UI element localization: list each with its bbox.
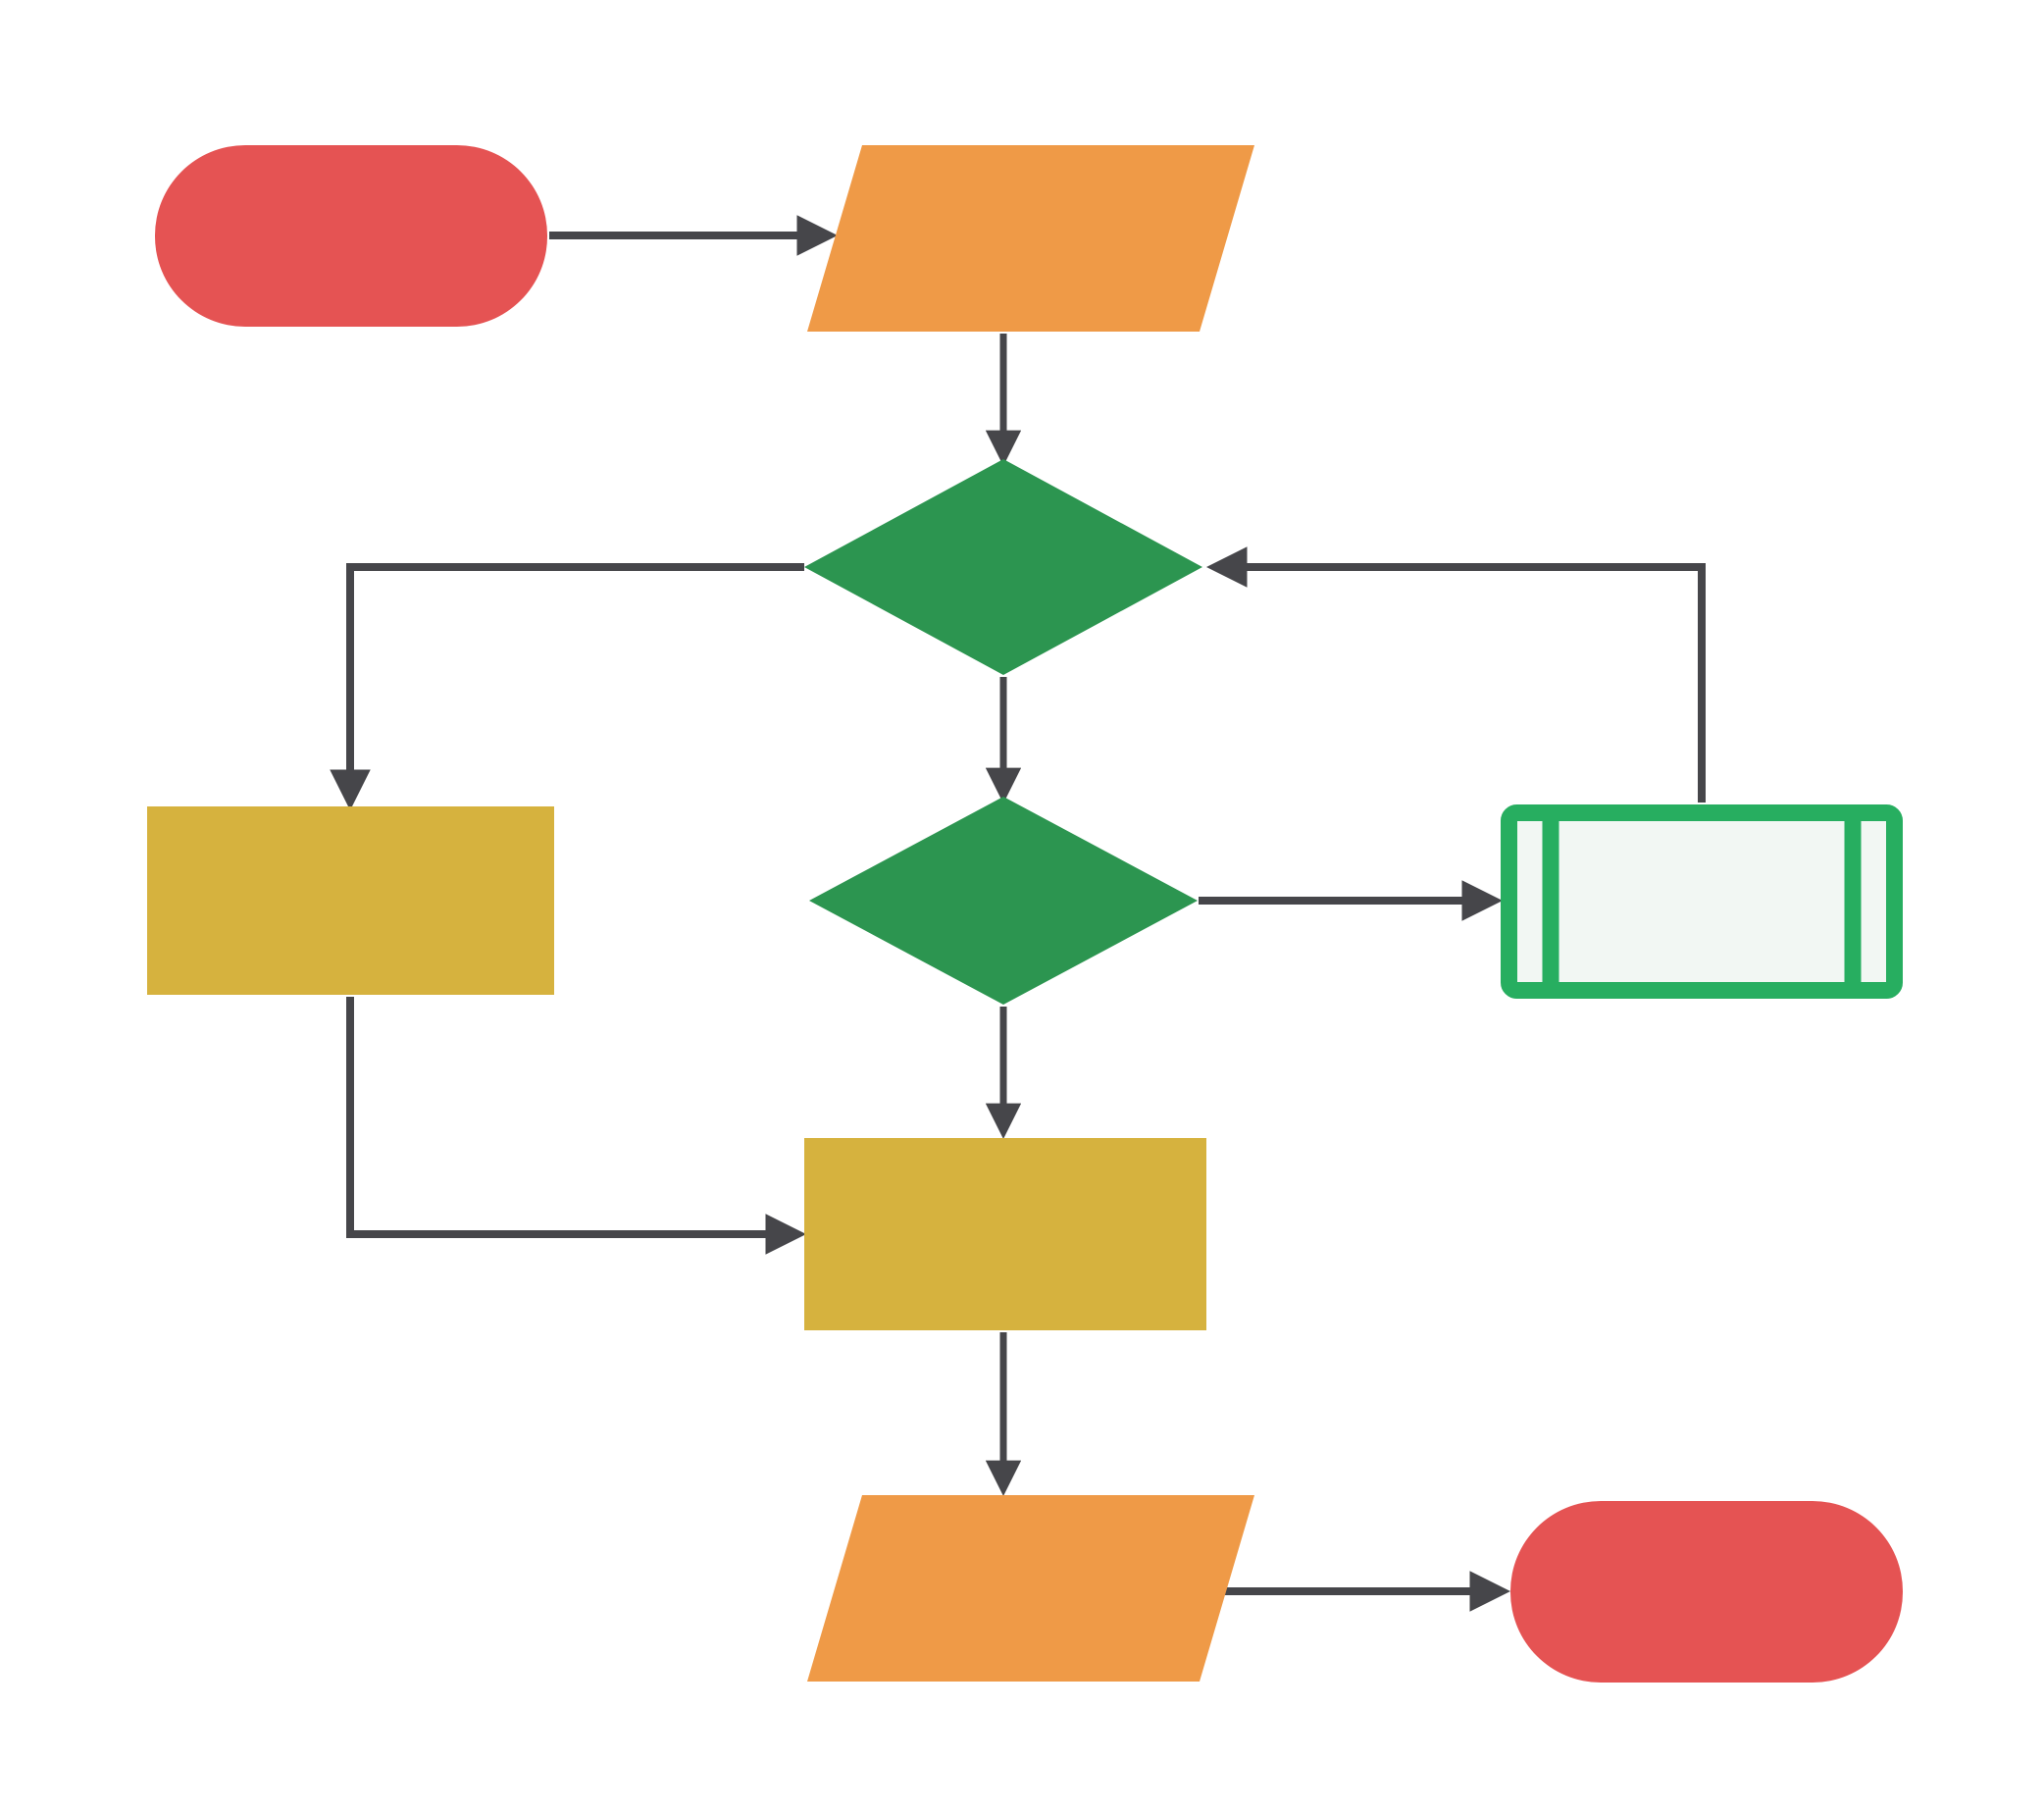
input-parallelogram-shape[interactable]: [807, 145, 1254, 332]
node-predefined-process[interactable]: [1501, 804, 1903, 999]
node-start-terminator[interactable]: [155, 145, 547, 327]
node-decision-one[interactable]: [804, 459, 1202, 675]
end-terminator-shape[interactable]: [1510, 1501, 1903, 1683]
nodes-layer: [147, 145, 1903, 1683]
node-process-left[interactable]: [147, 806, 554, 995]
connector-edge-process-left-to-process-center: [346, 997, 807, 1255]
output-parallelogram-shape[interactable]: [807, 1495, 1254, 1682]
decision-two-shape[interactable]: [809, 797, 1198, 1005]
node-input-parallelogram[interactable]: [807, 145, 1254, 332]
node-end-terminator[interactable]: [1510, 1501, 1903, 1683]
connector-edge-decision-one-left-to-process-left: [330, 563, 804, 811]
process-center-shape[interactable]: [804, 1138, 1206, 1330]
edges-layer: [330, 215, 1706, 1612]
connector-edge-predefined-loopback-to-decision-one: [1205, 546, 1706, 803]
decision-one-shape[interactable]: [804, 459, 1202, 675]
predefined-process-outer-frame[interactable]: [1501, 804, 1903, 999]
start-terminator-shape[interactable]: [155, 145, 547, 327]
node-decision-two[interactable]: [809, 797, 1198, 1005]
node-process-center[interactable]: [804, 1138, 1206, 1330]
process-left-shape[interactable]: [147, 806, 554, 995]
node-output-parallelogram[interactable]: [807, 1495, 1254, 1682]
